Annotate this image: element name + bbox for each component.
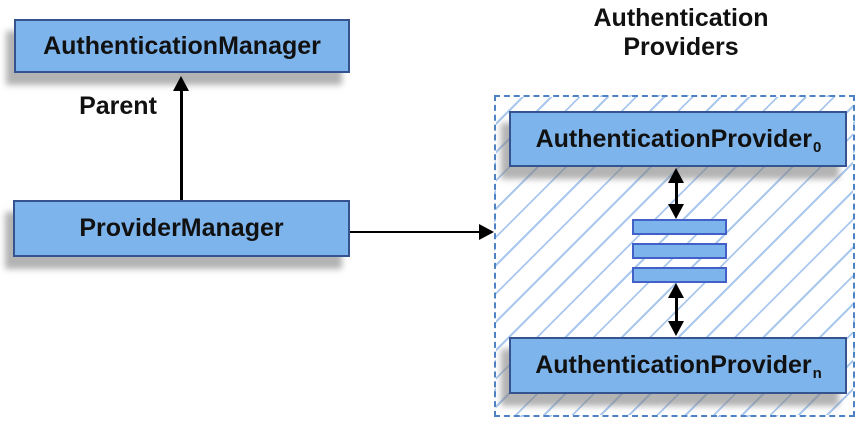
arrow-shaft (675, 296, 678, 323)
arrow-shaft (675, 181, 678, 206)
provider-manager-box: ProviderManager (13, 200, 350, 257)
arrow-head-up-icon (173, 76, 189, 91)
authentication-provider-first-label: AuthenticationProvider (535, 124, 813, 153)
provider-stack-bar (632, 219, 727, 235)
authentication-manager-box: AuthenticationManager (14, 19, 350, 73)
arrow-head-up-icon (668, 168, 684, 183)
arrow-head-down-icon (668, 204, 684, 219)
authentication-provider-last-label: AuthenticationProvider (535, 351, 812, 379)
providers-group-title: Authentication Providers (593, 4, 769, 61)
provider-manager-label: ProviderManager (79, 214, 284, 242)
arrow-head-up-icon (668, 283, 684, 298)
arrow-head-down-icon (668, 321, 684, 336)
authentication-provider-first-subscript: 0 (813, 138, 822, 156)
arrow-head-right-icon (479, 224, 494, 240)
provider-stack-bar (632, 243, 727, 259)
provider-stack-bar (632, 267, 727, 283)
arrow-shaft (180, 89, 183, 200)
parent-label: Parent (79, 92, 157, 120)
authentication-manager-label: AuthenticationManager (43, 31, 321, 60)
authentication-provider-last-subscript: n (812, 365, 822, 382)
arrow-shaft (350, 231, 481, 233)
